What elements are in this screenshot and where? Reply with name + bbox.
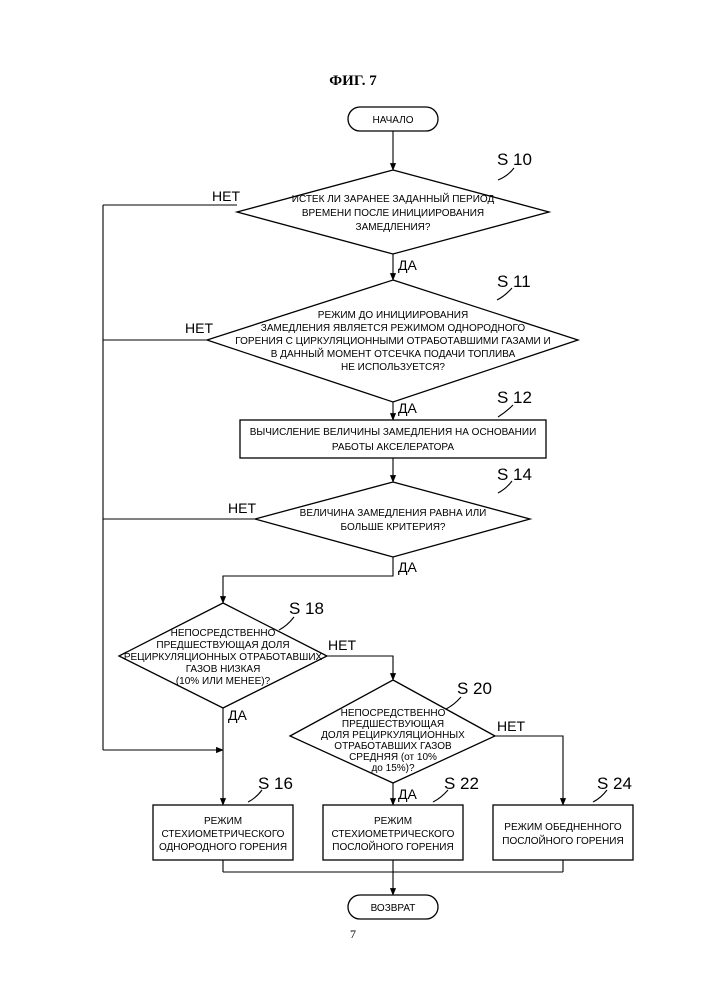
s20-no-label: НЕТ xyxy=(497,718,525,734)
s22-line-3: ПОСЛОЙНОГО ГОРЕНИЯ xyxy=(332,840,453,853)
s12-id: S 12 xyxy=(497,388,532,407)
s11-line-3: ГОРЕНИЯ С ЦИРКУЛЯЦИОННЫМИ ОТРАБОТАВШИМИ … xyxy=(235,336,550,347)
s24-id: S 24 xyxy=(597,774,632,793)
s20-line-3: ДОЛЯ РЕЦИРКУЛЯЦИОННЫХ xyxy=(321,730,465,741)
process-s22: РЕЖИМ СТЕХИОМЕТРИЧЕСКОГО ПОСЛОЙНОГО ГОРЕ… xyxy=(323,805,463,860)
s10-line-1: ИСТЕК ЛИ ЗАРАНЕЕ ЗАДАННЫЙ ПЕРИОД xyxy=(292,192,495,205)
s20-line-1: НЕПОСРЕДСТВЕННО xyxy=(341,708,446,719)
s10-line-2: ВРЕМЕНИ ПОСЛЕ ИНИЦИИРОВАНИЯ xyxy=(302,208,484,219)
end-label: ВОЗВРАТ xyxy=(371,903,416,914)
s18-line-3: РЕЦИРКУЛЯЦИОННЫХ ОТРАБОТАВШИХ xyxy=(124,652,323,663)
s11-line-2: ЗАМЕДЛЕНИЯ ЯВЛЯЕТСЯ РЕЖИМОМ ОДНОРОДНОГО xyxy=(261,323,526,334)
s10-yes-label: ДА xyxy=(398,257,417,273)
s14-yes-label: ДА xyxy=(398,559,417,575)
s18-yes-label: ДА xyxy=(228,707,247,723)
s18-line-4: ГАЗОВ НИЗКАЯ xyxy=(186,664,261,675)
s10-no-label: НЕТ xyxy=(212,188,240,204)
s11-yes-label: ДА xyxy=(398,400,417,416)
s24-line-1: РЕЖИМ ОБЕДНЕННОГО xyxy=(504,822,622,833)
s20-line-2: ПРЕДШЕСТВУЮЩАЯ xyxy=(342,719,444,730)
s16-line-2: СТЕХИОМЕТРИЧЕСКОГО xyxy=(162,829,285,840)
s16-line-3: ОДНОРОДНОГО ГОРЕНИЯ xyxy=(159,842,287,853)
s18-line-2: ПРЕДШЕСТВУЮЩАЯ ДОЛЯ xyxy=(156,640,289,651)
s22-line-1: РЕЖИМ xyxy=(374,816,412,827)
page-number: 7 xyxy=(350,927,356,941)
decision-s18: НЕПОСРЕДСТВЕННО ПРЕДШЕСТВУЮЩАЯ ДОЛЯ РЕЦИ… xyxy=(119,603,327,708)
s11-no-label: НЕТ xyxy=(185,320,213,336)
s10-line-3: ЗАМЕДЛЕНИЯ? xyxy=(356,222,431,233)
s14-id: S 14 xyxy=(497,465,532,484)
s20-line-6: до 15%)? xyxy=(371,763,415,774)
s11-line-5: НЕ ИСПОЛЬЗУЕТСЯ? xyxy=(341,362,445,373)
s20-line-5: СРЕДНЯЯ (от 10% xyxy=(349,752,437,763)
s16-id: S 16 xyxy=(258,774,293,793)
s14-no-label: НЕТ xyxy=(228,500,256,516)
decision-s11: РЕЖИМ ДО ИНИЦИИРОВАНИЯ ЗАМЕДЛЕНИЯ ЯВЛЯЕТ… xyxy=(207,280,578,402)
s11-line-1: РЕЖИМ ДО ИНИЦИИРОВАНИЯ xyxy=(318,310,468,321)
start-label: НАЧАЛО xyxy=(372,115,413,126)
s22-id: S 22 xyxy=(444,774,479,793)
s22-line-2: СТЕХИОМЕТРИЧЕСКОГО xyxy=(332,829,455,840)
figure-title: ФИГ. 7 xyxy=(329,73,377,89)
decision-s14: ВЕЛИЧИНА ЗАМЕДЛЕНИЯ РАВНА ИЛИ БОЛЬШЕ КРИ… xyxy=(255,482,530,557)
s14-line-2: БОЛЬШЕ КРИТЕРИЯ? xyxy=(341,522,446,533)
s18-no-label: НЕТ xyxy=(328,637,356,653)
process-s24: РЕЖИМ ОБЕДНЕННОГО ПОСЛОЙНОГО ГОРЕНИЯ xyxy=(493,805,633,860)
s16-line-1: РЕЖИМ xyxy=(204,816,242,827)
s20-id: S 20 xyxy=(457,679,492,698)
s20-yes-label: ДА xyxy=(398,786,417,802)
process-s12: ВЫЧИСЛЕНИЕ ВЕЛИЧИНЫ ЗАМЕДЛЕНИЯ НА ОСНОВА… xyxy=(240,420,546,458)
s20-leader xyxy=(446,697,461,709)
s10-id: S 10 xyxy=(497,150,532,169)
s11-id: S 11 xyxy=(497,272,531,291)
s12-line-1: ВЫЧИСЛЕНИЕ ВЕЛИЧИНЫ ЗАМЕДЛЕНИЯ НА ОСНОВА… xyxy=(250,427,537,438)
s12-line-2: РАБОТЫ АКСЕЛЕРАТОРА xyxy=(332,442,454,453)
s18-id: S 18 xyxy=(289,599,324,618)
s14-line-1: ВЕЛИЧИНА ЗАМЕДЛЕНИЯ РАВНА ИЛИ xyxy=(300,508,487,519)
s20-line-4: ОТРАБОТАВШИХ ГАЗОВ xyxy=(334,741,452,752)
s11-line-4: В ДАННЫЙ МОМЕНТ ОТСЕЧКА ПОДАЧИ ТОПЛИВА xyxy=(271,347,516,360)
s18-leader xyxy=(279,617,294,630)
s10-leader xyxy=(498,168,514,180)
s24-line-2: ПОСЛОЙНОГО ГОРЕНИЯ xyxy=(502,834,623,847)
s18-line-5: (10% ИЛИ МЕНЕЕ)? xyxy=(176,676,271,687)
s18-line-1: НЕПОСРЕДСТВЕННО xyxy=(171,628,276,639)
decision-s10: ИСТЕК ЛИ ЗАРАНЕЕ ЗАДАННЫЙ ПЕРИОД ВРЕМЕНИ… xyxy=(237,170,549,254)
process-s16: РЕЖИМ СТЕХИОМЕТРИЧЕСКОГО ОДНОРОДНОГО ГОР… xyxy=(153,805,293,860)
